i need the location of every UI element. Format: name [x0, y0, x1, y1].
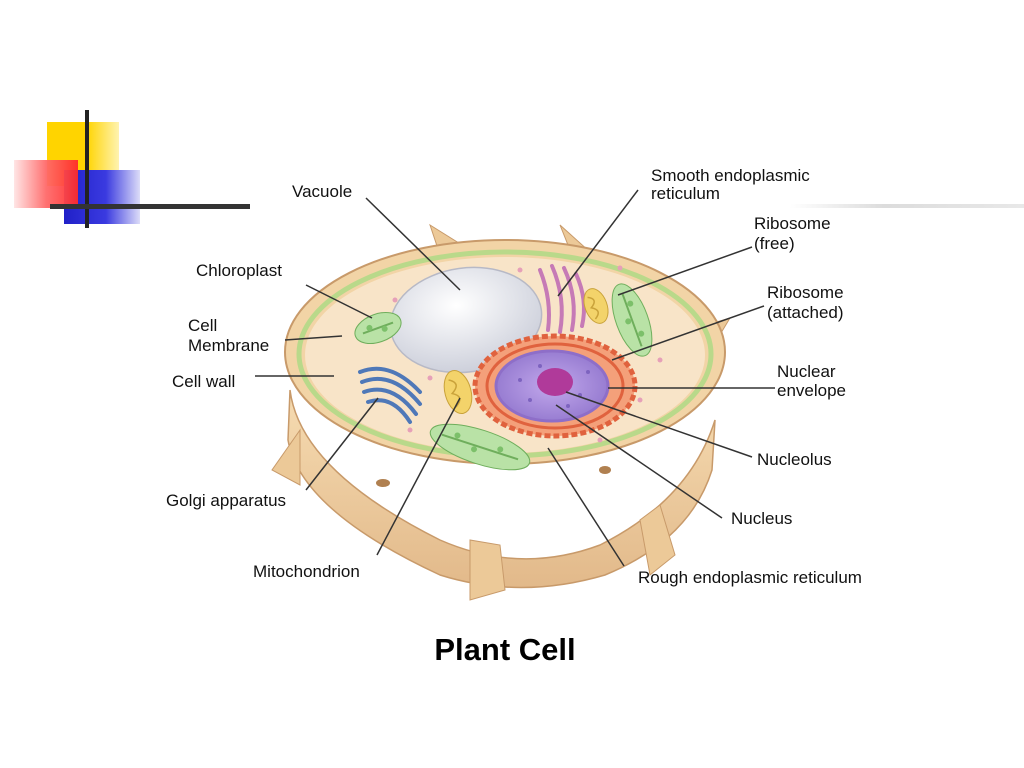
decor-fade-line: [790, 204, 1024, 208]
decor-horizontal-line: [50, 204, 250, 209]
chromatin: [518, 364, 590, 408]
label-nucleolus: Nucleolus: [757, 450, 832, 469]
nucleolus: [537, 368, 573, 396]
golgi-apparatus: [358, 366, 422, 424]
page-title: Plant Cell: [434, 632, 576, 667]
label-mitochondrion: Mitochondrion: [253, 562, 360, 581]
cell-wall-fin: [271, 428, 301, 486]
plasmodesma: [376, 479, 390, 487]
label-cell-wall: Cell wall: [172, 372, 236, 391]
label-ribosome-attached-line1: Ribosome: [767, 283, 844, 302]
leader-lines: [255, 189, 775, 567]
label-nuclear-envelope-line1: Nuclear: [777, 362, 836, 381]
mitochondrion-top: [583, 288, 609, 324]
chloroplast-left: [354, 311, 402, 345]
mitochondrion-center: [443, 369, 473, 415]
label-nucleus: Nucleus: [731, 509, 793, 528]
label-chloroplast: Chloroplast: [196, 261, 282, 280]
label-vacuole: Vacuole: [292, 182, 353, 201]
cell-wall-fin: [639, 504, 676, 576]
label-rough-er: Rough endoplasmic reticulum: [638, 568, 862, 587]
label-golgi-apparatus: Golgi apparatus: [166, 491, 287, 510]
chloroplast-right: [611, 283, 653, 357]
label-smooth-er-line2: reticulum: [651, 184, 720, 203]
label-ribosome-free-line1: Ribosome: [754, 214, 831, 233]
cell-wall-fin: [469, 539, 506, 601]
label-smooth-er-line1: Smooth endoplasmic: [651, 166, 810, 185]
label-nuclear-envelope-line2: envelope: [777, 381, 847, 400]
label-cell-membrane-line2: Membrane: [188, 336, 270, 355]
decor-red-square: [14, 160, 78, 208]
rough-er-inner: [485, 342, 625, 430]
label-ribosome-free-line2: (free): [754, 234, 795, 253]
label-ribosome-attached-line2: (attached): [767, 303, 844, 322]
decor-vertical-line: [85, 110, 89, 228]
label-cell-membrane-line1: Cell: [188, 316, 218, 335]
cell-wall-body: [287, 389, 716, 589]
plasmodesma: [599, 466, 611, 474]
chloroplast-bottom: [429, 423, 531, 471]
ribosomes: [392, 265, 663, 443]
